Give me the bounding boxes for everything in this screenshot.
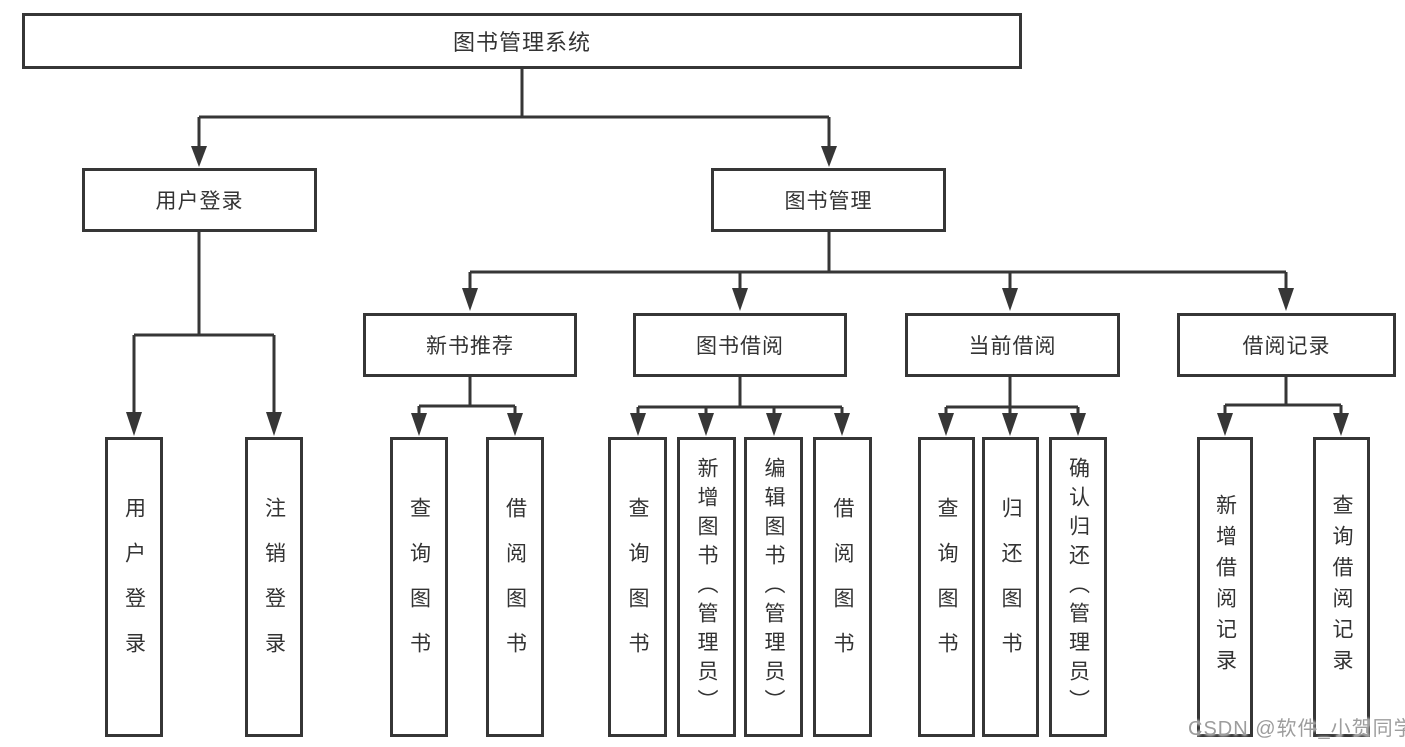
- node-borrowing-records: 借阅记录: [1177, 313, 1396, 377]
- node-label: 借阅图书: [503, 497, 527, 677]
- arrowhead-icon: [1217, 413, 1233, 436]
- connector-root: [197, 69, 831, 150]
- connector-book-borrowing: [636, 377, 844, 414]
- leaf-user-login: 用户登录: [105, 437, 163, 737]
- node-current-borrowing: 当前借阅: [905, 313, 1120, 377]
- node-new-book-recommend: 新书推荐: [363, 313, 577, 377]
- leaf-add-book-admin: 新增图书（管理员）: [677, 437, 736, 737]
- connector-new-book-recommend: [417, 377, 517, 414]
- connector-user-login: [132, 232, 276, 414]
- node-label: 查询图书: [626, 497, 649, 677]
- arrowhead-icon: [1002, 288, 1018, 311]
- arrowhead-icon: [766, 413, 782, 436]
- leaf-query-books-borrowing: 查询图书: [608, 437, 667, 737]
- csdn-watermark: CSDN @软件_小贺同学: [1188, 718, 1405, 740]
- node-label: 确认归还（管理员）: [1066, 456, 1090, 718]
- arrowhead-icon: [821, 146, 837, 167]
- leaf-add-borrow-record: 新增借阅记录: [1197, 437, 1253, 737]
- leaf-query-books-current: 查询图书: [918, 437, 975, 737]
- node-label: 新书推荐: [426, 335, 514, 358]
- node-label: 借阅记录: [1242, 335, 1331, 358]
- arrowhead-icon: [1070, 413, 1086, 436]
- arrowhead-icon: [507, 413, 523, 436]
- leaf-confirm-return-admin: 确认归还（管理员）: [1049, 437, 1107, 737]
- leaf-borrow-books-recommend: 借阅图书: [486, 437, 544, 737]
- arrowhead-icon: [266, 412, 282, 436]
- node-label: 查询借阅记录: [1330, 494, 1353, 680]
- connector-book-management: [468, 232, 1288, 290]
- arrowhead-icon: [1333, 413, 1349, 436]
- connector-current-borrowing: [944, 377, 1080, 414]
- node-label: 编辑图书（管理员）: [762, 456, 785, 718]
- node-book-management: 图书管理: [711, 168, 946, 232]
- node-library-system: 图书管理系统: [22, 13, 1022, 69]
- node-label: 新增借阅记录: [1213, 494, 1237, 680]
- arrowhead-icon: [1002, 413, 1018, 436]
- node-label: 当前借阅: [968, 335, 1057, 358]
- node-book-borrowing: 图书借阅: [633, 313, 847, 377]
- node-user-login: 用户登录: [82, 168, 317, 232]
- arrowhead-icon: [462, 288, 478, 311]
- arrowhead-icon: [732, 288, 748, 311]
- node-label: 归还图书: [999, 497, 1022, 677]
- arrowhead-icon: [1278, 288, 1294, 311]
- node-label: 查询图书: [935, 497, 958, 677]
- node-label: 图书借阅: [696, 335, 784, 358]
- node-label: 用户登录: [122, 497, 146, 677]
- arrowhead-icon: [698, 413, 714, 436]
- arrowhead-icon: [630, 413, 646, 436]
- leaf-edit-book-admin: 编辑图书（管理员）: [744, 437, 803, 737]
- arrowhead-icon: [126, 412, 142, 436]
- node-label: 图书管理系统: [452, 30, 591, 55]
- leaf-query-borrow-record: 查询借阅记录: [1313, 437, 1370, 737]
- node-label: 查询图书: [407, 497, 431, 677]
- node-label: 用户登录: [155, 190, 244, 213]
- node-label: 借阅图书: [831, 497, 854, 677]
- connector-borrowing-records: [1223, 377, 1343, 414]
- arrowhead-icon: [411, 413, 427, 436]
- node-label: 新增图书（管理员）: [695, 456, 718, 718]
- node-label: 图书管理: [784, 190, 873, 213]
- leaf-borrow-books-borrowing: 借阅图书: [813, 437, 872, 737]
- leaf-logout: 注销登录: [245, 437, 303, 737]
- arrowhead-icon: [191, 146, 207, 167]
- leaf-query-books-recommend: 查询图书: [390, 437, 448, 737]
- node-label: 注销登录: [262, 497, 286, 677]
- arrowhead-icon: [938, 413, 954, 436]
- leaf-return-books: 归还图书: [982, 437, 1039, 737]
- arrowhead-icon: [834, 413, 850, 436]
